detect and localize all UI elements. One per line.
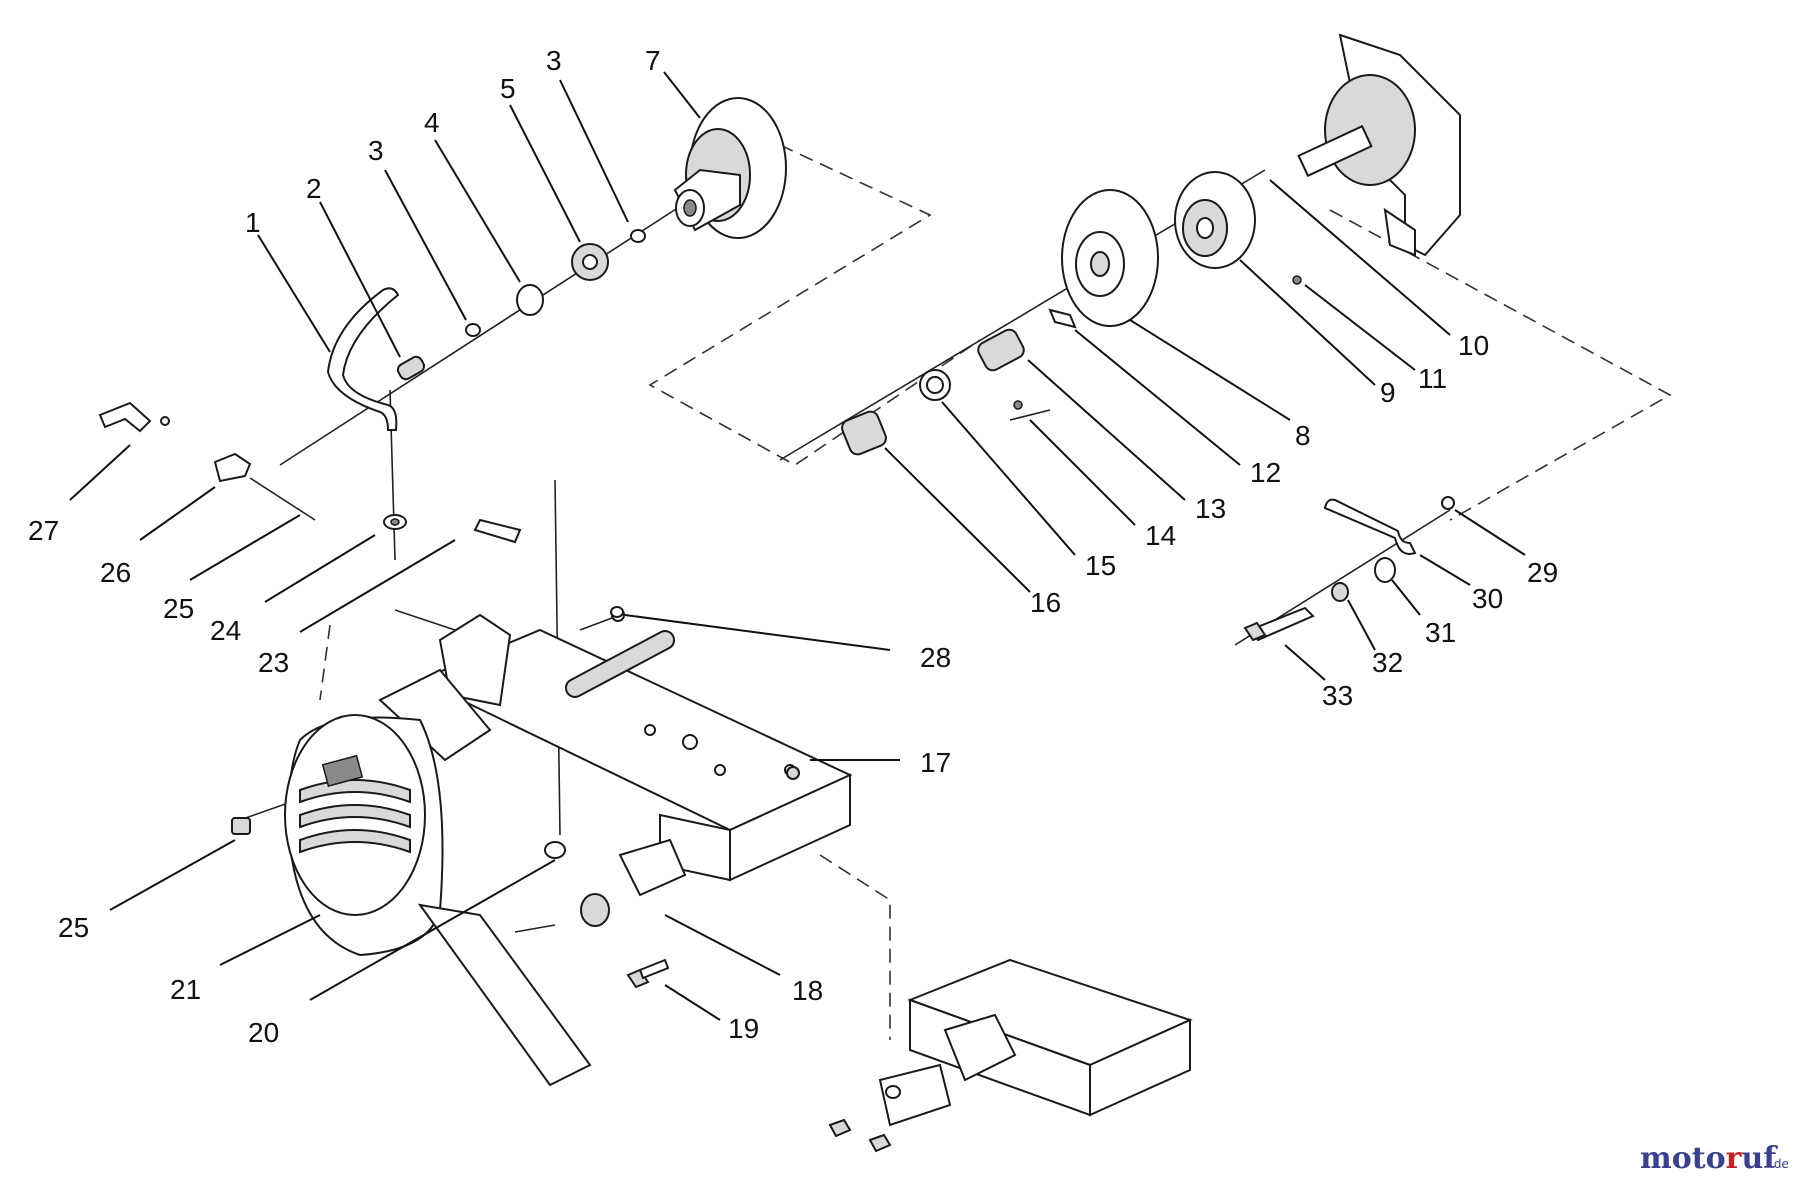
- callout-2: 2: [306, 173, 322, 204]
- callout-12: 12: [1250, 457, 1281, 488]
- fan-shroud: [231, 714, 592, 1087]
- shift-rod: [326, 287, 400, 431]
- rod-bushing: [396, 355, 426, 381]
- callout-3: 3: [368, 135, 384, 166]
- callout-29: 29: [1527, 557, 1558, 588]
- callout-20: 20: [248, 1017, 279, 1048]
- chassis-hardware: [383, 514, 670, 989]
- clevis-hardware: [1243, 496, 1455, 642]
- callout-23: 23: [258, 647, 289, 678]
- retaining-ring-3b: [630, 229, 646, 243]
- callout-21: 21: [170, 974, 201, 1005]
- motoruf-logo: motoruf .de: [1640, 1141, 1789, 1176]
- callout-8: 8: [1295, 420, 1311, 451]
- callout-30: 30: [1472, 583, 1503, 614]
- frame-extension: [828, 958, 1193, 1153]
- callout-13: 13: [1195, 493, 1226, 524]
- brake-disc: [1061, 189, 1159, 327]
- callout-7: 7: [645, 45, 661, 76]
- callout-17: 17: [920, 747, 951, 778]
- svg-text:motoruf: motoruf: [1640, 1141, 1778, 1176]
- callout-27: 27: [28, 515, 59, 546]
- callout-10: 10: [1458, 330, 1489, 361]
- callout-25-b: 25: [58, 912, 89, 943]
- engine-housing: [1297, 33, 1461, 257]
- shift-rod-assembly: [326, 229, 646, 431]
- callout-5: 5: [500, 73, 516, 104]
- callout-16: 16: [1030, 587, 1061, 618]
- callout-28: 28: [920, 642, 951, 673]
- callout-15: 15: [1085, 550, 1116, 581]
- callout-19: 19: [728, 1013, 759, 1044]
- logo-text-accent: r: [1726, 1141, 1743, 1176]
- callout-24: 24: [210, 615, 241, 646]
- callout-18: 18: [792, 975, 823, 1006]
- callout-9: 9: [1380, 377, 1396, 408]
- callout-3-b: 3: [546, 45, 562, 76]
- callout-33: 33: [1322, 680, 1353, 711]
- drive-pulley: [1174, 171, 1256, 269]
- chassis-frame: [378, 608, 853, 897]
- dashed-reference-lines: [319, 144, 1672, 1040]
- callout-labels: 27 26 25 24 23 1 2 3 4 5 3 7 10 11 9 8 1…: [28, 45, 1558, 1048]
- logo-text-rest: uf: [1741, 1141, 1778, 1176]
- callout-25: 25: [163, 593, 194, 624]
- callout-32: 32: [1372, 647, 1403, 678]
- callout-26: 26: [100, 557, 131, 588]
- callout-31: 31: [1425, 617, 1456, 648]
- callout-1: 1: [245, 207, 261, 238]
- retaining-ring-large: [516, 284, 544, 316]
- callout-11: 11: [1418, 363, 1447, 394]
- logo-text-main: moto: [1640, 1141, 1726, 1176]
- spacers-and-bushings: [841, 275, 1302, 456]
- callout-14: 14: [1145, 520, 1176, 551]
- callout-leaders: [69, 71, 1526, 1021]
- logo-suffix: .de: [1770, 1157, 1789, 1171]
- callout-4: 4: [424, 107, 440, 138]
- linkage-clip: [98, 401, 316, 521]
- variable-pulley: [673, 97, 787, 239]
- retaining-ring-small: [465, 323, 481, 337]
